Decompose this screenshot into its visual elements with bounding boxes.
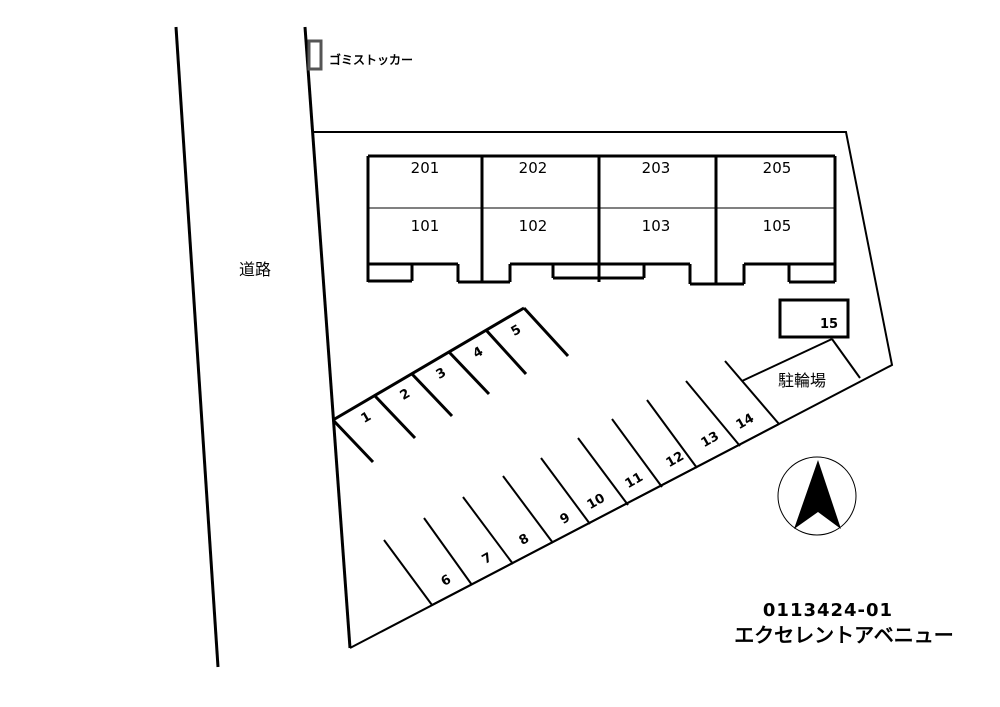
parking-slot-7: 7 (480, 550, 495, 568)
parking-slot-1: 1 (359, 409, 374, 427)
parking-slot-12: 12 (664, 449, 687, 471)
parking-slot-15 (778, 298, 850, 339)
parking-slot-11: 11 (623, 470, 646, 492)
building (366, 154, 837, 286)
parking-slot-10: 10 (585, 491, 608, 513)
unit-205: 205 (763, 159, 792, 177)
parking-upper-row (331, 306, 570, 464)
road-label: 道路 (239, 260, 271, 279)
garbage-stocker (307, 39, 323, 71)
garbage-stocker-label: ゴミストッカー (329, 52, 413, 67)
property-name: エクセレントアベニュー (734, 623, 954, 647)
parking-slot-9: 9 (558, 510, 573, 528)
unit-101: 101 (411, 217, 440, 235)
parking-slot-5: 5 (509, 322, 524, 340)
unit-102: 102 (519, 217, 548, 235)
parking-slot-14: 14 (734, 411, 757, 433)
parking-slot-2: 2 (398, 386, 413, 404)
unit-105: 105 (763, 217, 792, 235)
property-code: 0113424-01 (763, 600, 893, 621)
north-arrow-icon (777, 456, 857, 536)
parking-slot-13: 13 (699, 429, 722, 451)
bike-parking-label: 駐輪場 (778, 371, 826, 390)
unit-201: 201 (411, 159, 440, 177)
parking-slot-4: 4 (471, 344, 486, 362)
parking-slot-6: 6 (439, 572, 454, 590)
road-edge-right (303, 26, 352, 649)
parking-slot-3: 3 (434, 365, 449, 383)
unit-203: 203 (642, 159, 671, 177)
bike-parking-area (741, 338, 861, 382)
parking-slot-15-label: 15 (820, 317, 838, 332)
parking-lower-row (383, 360, 780, 606)
unit-202: 202 (519, 159, 548, 177)
parking-slot-8: 8 (517, 531, 532, 549)
unit-103: 103 (642, 217, 671, 235)
road-edge-left (174, 26, 220, 668)
